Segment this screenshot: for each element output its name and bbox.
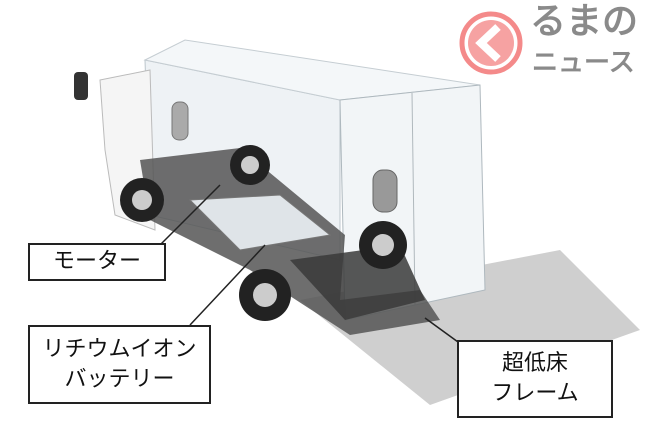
side-mirror (74, 72, 88, 100)
battery-label-line2: バッテリー (64, 366, 175, 392)
rear-window (372, 169, 398, 213)
leader-frame (424, 317, 459, 343)
watermark-chevron-icon (459, 11, 523, 75)
leader-battery (189, 244, 266, 326)
watermark-bottom-text: ニュース (532, 48, 635, 78)
side-window (171, 101, 189, 141)
watermark-logo: るまの ニュース (458, 4, 648, 84)
motor-label: モーター (28, 243, 166, 281)
battery-pack (188, 194, 332, 251)
frame-label-line1: 超低床 (501, 351, 568, 377)
frame-label-line2: フレーム (491, 381, 579, 406)
battery-label-line1: リチウムイオン (42, 336, 197, 362)
door-seam (411, 92, 416, 306)
frame-label: 超低床 フレーム (457, 340, 613, 418)
motor-label-text: モーター (52, 249, 141, 275)
leader-motor (159, 184, 221, 246)
watermark-top-text: るまの (530, 1, 639, 42)
battery-label: リチウムイオン バッテリー (28, 325, 211, 404)
